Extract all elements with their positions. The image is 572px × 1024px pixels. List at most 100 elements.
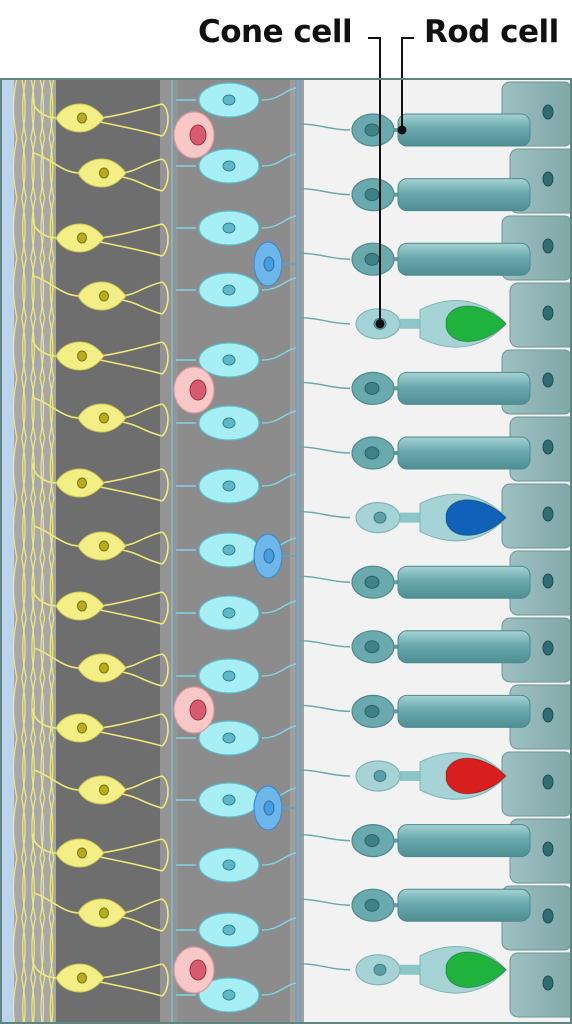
bipolar-dendrite: [261, 215, 297, 229]
ganglion-dendrite: [121, 549, 163, 565]
bipolar-nucleus: [222, 924, 236, 936]
nerve-fiber-layer: [14, 78, 56, 1024]
bipolar-dendrite: [261, 153, 297, 167]
ganglion-dendrite: [161, 531, 169, 565]
ganglion-nucleus: [77, 477, 87, 489]
ganglion-dendrite: [99, 103, 163, 119]
ganglion-dendrite: [161, 281, 169, 315]
photoreceptor-synapse: [299, 187, 351, 196]
nerve-fiber: [40, 77, 46, 1024]
ganglion-dendrite: [33, 647, 81, 669]
ganglion-dendrite: [32, 957, 59, 979]
inner-limiting-layer: [0, 78, 14, 1024]
bipolar-nucleus: [222, 160, 236, 172]
bipolar-nucleus: [222, 794, 236, 806]
cone-cell-label: Cone cell: [198, 14, 353, 50]
nerve-fiber: [20, 77, 26, 1024]
ganglion-dendrite: [99, 223, 163, 239]
diagram-frame: [0, 78, 572, 1024]
ganglion-nucleus: [77, 232, 87, 244]
rod-nucleus: [364, 898, 380, 912]
rod-pointer-dot: [397, 125, 407, 135]
bipolar-dendrite: [261, 852, 297, 866]
rod-nucleus: [364, 123, 380, 137]
amacrine-nucleus: [189, 124, 207, 146]
cone-pointer-dot: [375, 319, 385, 329]
photoreceptor-synapse: [299, 123, 351, 131]
ganglion-nucleus: [99, 167, 109, 179]
photoreceptor-synapse: [299, 898, 351, 906]
epithelium-cell: [501, 483, 572, 549]
bipolar-dendrite: [261, 725, 297, 739]
bipolar-nucleus: [222, 607, 236, 619]
inner-plexiform-layer: [160, 78, 178, 1024]
rod-outer-segment: [397, 242, 531, 276]
ganglion-dendrite: [99, 359, 163, 375]
epithelium-cell: [501, 751, 572, 817]
ganglion-dendrite: [161, 838, 169, 872]
ganglion-dendrite: [99, 609, 163, 625]
ganglion-dendrite: [99, 341, 163, 357]
ganglion-dendrite: [33, 152, 81, 174]
ganglion-nucleus: [77, 600, 87, 612]
cone-outer-segment: [445, 305, 507, 343]
ganglion-dendrite: [33, 525, 81, 547]
cone-nucleus: [373, 770, 387, 782]
photoreceptor-synapse: [299, 252, 351, 260]
rod-outer-segment: [397, 694, 531, 728]
rod-nucleus: [364, 188, 380, 202]
ganglion-dendrite: [32, 335, 59, 357]
ganglion-dendrite: [121, 671, 163, 687]
rod-nucleus: [364, 446, 380, 460]
rod-nucleus: [364, 640, 380, 654]
bipolar-dendrite: [261, 663, 297, 677]
bipolar-dendrite: [261, 600, 297, 614]
ganglion-dendrite: [32, 462, 59, 484]
rod-outer-segment: [397, 436, 531, 470]
amacrine-nucleus: [189, 699, 207, 721]
ganglion-dendrite: [32, 585, 59, 607]
rod-cell-label: Rod cell: [424, 14, 559, 50]
epithelium-nucleus: [542, 975, 554, 991]
rod-outer-segment: [397, 371, 531, 405]
rod-outer-segment: [397, 630, 531, 664]
nerve-fiber: [12, 77, 18, 1024]
bipolar-nucleus: [222, 222, 236, 234]
bipolar-dendrite: [261, 347, 297, 361]
horizontal-nucleus: [263, 256, 275, 272]
ganglion-dendrite: [99, 731, 163, 747]
rod-outer-segment: [397, 565, 531, 599]
ganglion-nucleus: [99, 412, 109, 424]
epithelium-nucleus: [542, 439, 554, 455]
nerve-fiber: [48, 77, 54, 1024]
ganglion-nucleus: [99, 907, 109, 919]
ganglion-dendrite: [99, 591, 163, 607]
ganglion-nucleus: [77, 847, 87, 859]
ganglion-dendrite: [161, 468, 169, 502]
bipolar-nucleus: [222, 284, 236, 296]
cone-pointer-line: [368, 37, 381, 324]
bipolar-nucleus: [222, 354, 236, 366]
ganglion-dendrite: [161, 963, 169, 997]
bipolar-dendrite: [261, 473, 297, 487]
rod-outer-segment: [397, 178, 531, 212]
ganglion-nucleus: [77, 112, 87, 124]
epithelium-nucleus: [542, 573, 554, 589]
bipolar-nucleus: [222, 859, 236, 871]
nerve-fiber: [22, 77, 27, 1024]
photoreceptor-synapse: [299, 381, 351, 390]
ganglion-dendrite: [32, 217, 59, 239]
cone-outer-segment: [445, 757, 507, 795]
rod-outer-segment: [397, 113, 531, 147]
photoreceptor-synapse: [299, 640, 351, 648]
ganglion-nucleus: [77, 350, 87, 362]
ganglion-nucleus: [77, 722, 87, 734]
rod-nucleus: [364, 575, 380, 589]
ganglion-dendrite: [121, 793, 163, 809]
bipolar-nucleus: [222, 94, 236, 106]
bipolar-nucleus: [222, 670, 236, 682]
ganglion-dendrite: [121, 421, 163, 437]
ganglion-dendrite: [161, 403, 169, 437]
ganglion-dendrite: [161, 158, 169, 192]
ganglion-nucleus: [99, 540, 109, 552]
